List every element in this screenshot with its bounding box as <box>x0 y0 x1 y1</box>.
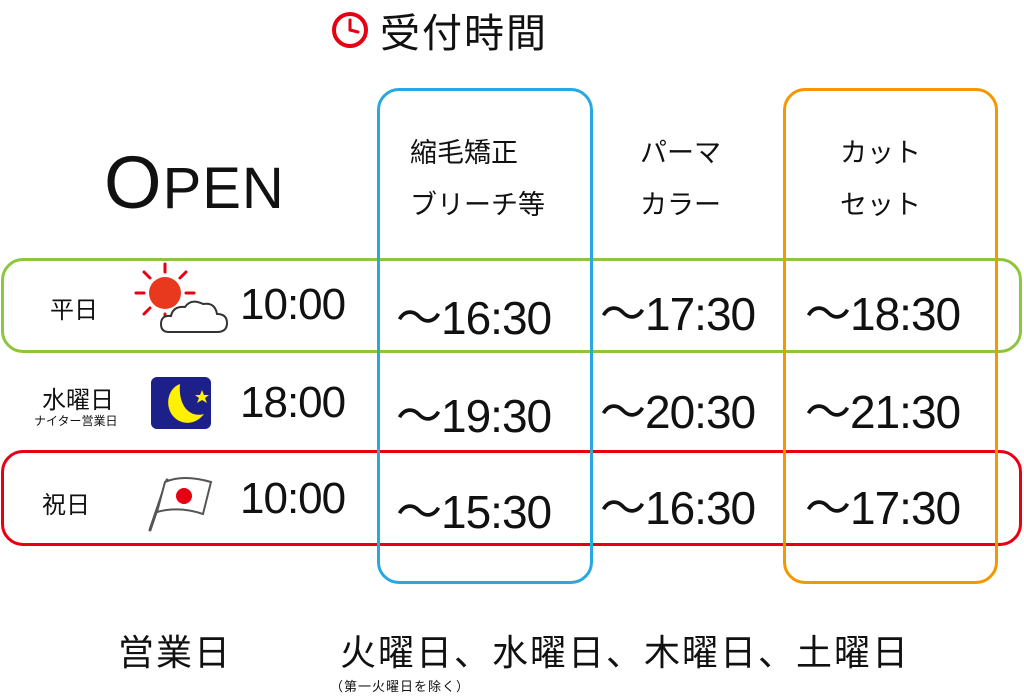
end-time-wednesday-3: 〜21:30 <box>805 386 961 438</box>
page-title: 受付時間 <box>330 2 548 58</box>
business-days-note: （第一火曜日を除く） <box>330 680 471 695</box>
open-heading: OPEN <box>104 140 285 225</box>
row-label-holiday: 祝日 <box>42 491 90 519</box>
end-time-weekday-1: 〜16:30 <box>396 292 552 344</box>
open-rest: PEN <box>162 156 285 221</box>
moon-star-icon <box>151 377 211 429</box>
row-label-wednesday: 水曜日 <box>42 386 114 414</box>
column-header-2: パーマ カラー <box>640 138 721 221</box>
end-time-holiday-1: 〜15:30 <box>396 486 552 538</box>
business-days-label: 営業日 <box>118 633 233 674</box>
weekday-row-box <box>1 258 1022 353</box>
column-cut-set-box <box>783 88 998 584</box>
row-sublabel-wednesday: ナイター営業日 <box>34 414 118 428</box>
business-days-list: 火曜日、水曜日、木曜日、土曜日 <box>340 633 911 674</box>
end-time-holiday-3: 〜17:30 <box>805 482 961 534</box>
sun-cloud-icon <box>134 262 229 333</box>
open-time-weekday: 10:00 <box>240 280 346 329</box>
clock-icon <box>332 12 368 48</box>
column-header-1: 縮毛矯正 ブリーチ等 <box>410 138 545 221</box>
end-time-weekday-2: 〜17:30 <box>600 288 756 340</box>
column-straight-perm-box <box>377 88 593 584</box>
row-label-weekday: 平日 <box>50 296 98 324</box>
holiday-row-box <box>1 450 1022 546</box>
end-time-wednesday-1: 〜19:30 <box>396 390 552 442</box>
end-time-weekday-3: 〜18:30 <box>805 288 961 340</box>
open-first-letter: O <box>104 141 163 224</box>
title-text: 受付時間 <box>380 11 548 57</box>
open-time-holiday: 10:00 <box>240 474 346 523</box>
end-time-holiday-2: 〜16:30 <box>600 482 756 534</box>
japan-flag-icon <box>148 477 213 532</box>
open-time-wednesday: 18:00 <box>240 378 346 427</box>
column-header-3: カット セット <box>840 138 921 221</box>
end-time-wednesday-2: 〜20:30 <box>600 386 756 438</box>
